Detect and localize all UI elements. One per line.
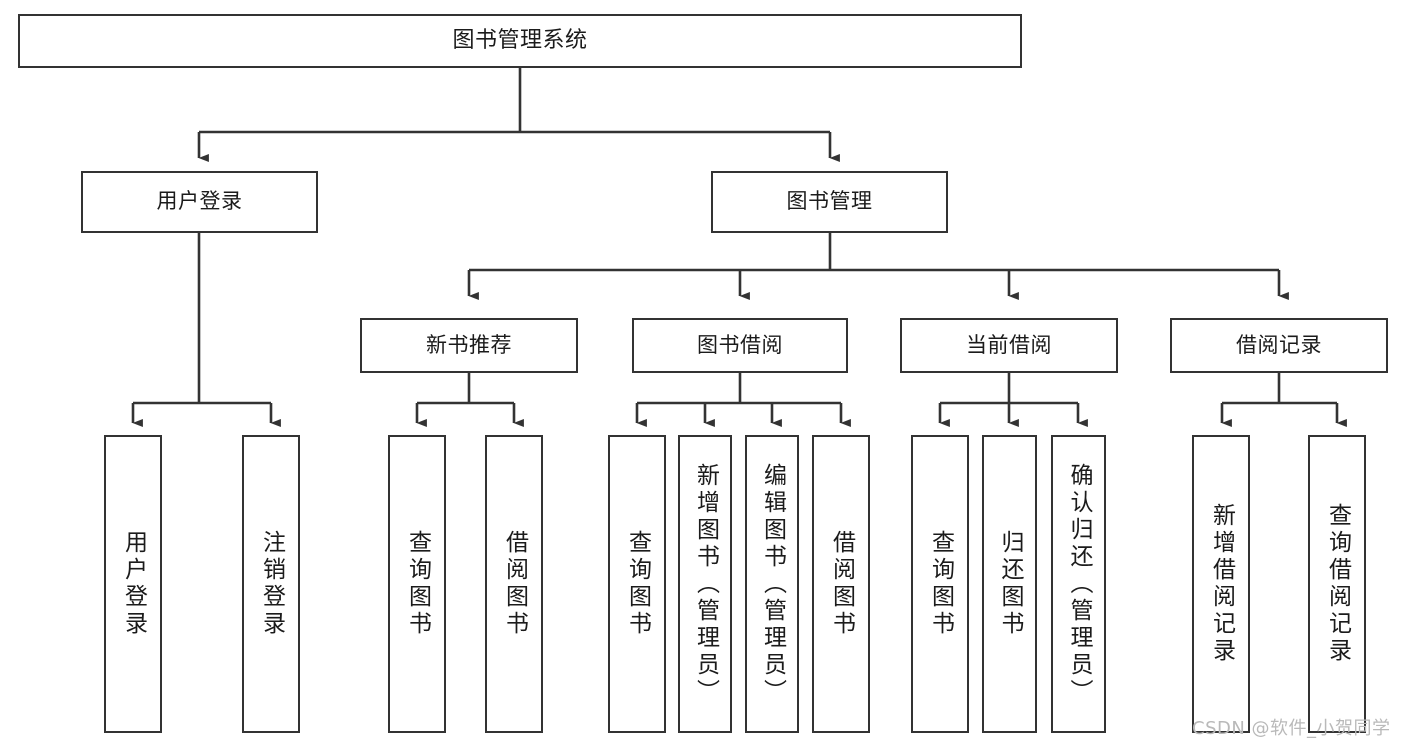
- node-label: 用户登录: [120, 530, 147, 638]
- node-label: 图书管理系统: [452, 27, 588, 53]
- node-label: 注销登录: [258, 530, 285, 638]
- node-current-borrow[interactable]: 当前借阅: [900, 318, 1118, 373]
- leaf-current-borrow-confirm-return-admin[interactable]: 确认归还（管理员）: [1051, 435, 1106, 733]
- node-label: 查询借阅记录: [1324, 503, 1351, 665]
- node-user-login[interactable]: 用户登录: [81, 171, 318, 233]
- leaf-current-borrow-return-book[interactable]: 归还图书: [982, 435, 1037, 733]
- leaf-user-login-logout[interactable]: 注销登录: [242, 435, 300, 733]
- node-book-borrow[interactable]: 图书借阅: [632, 318, 848, 373]
- node-label: 新增图书（管理员）: [692, 462, 719, 706]
- leaf-book-borrow-borrow-book[interactable]: 借阅图书: [812, 435, 870, 733]
- node-label: 当前借阅: [966, 332, 1052, 357]
- node-label: 查询图书: [624, 530, 651, 638]
- node-label: 新增借阅记录: [1208, 503, 1235, 665]
- node-label: 编辑图书（管理员）: [759, 462, 786, 706]
- leaf-book-borrow-edit-book-admin[interactable]: 编辑图书（管理员）: [745, 435, 799, 733]
- leaf-new-book-query-book[interactable]: 查询图书: [388, 435, 446, 733]
- leaf-borrow-record-add-record[interactable]: 新增借阅记录: [1192, 435, 1250, 733]
- node-label: 借阅记录: [1236, 332, 1322, 357]
- node-label: 借阅图书: [828, 530, 855, 638]
- leaf-user-login-login[interactable]: 用户登录: [104, 435, 162, 733]
- watermark-text: CSDN @软件_小贺同学: [1192, 718, 1391, 739]
- node-label: 归还图书: [997, 530, 1023, 638]
- node-label: 查询图书: [404, 530, 431, 638]
- leaf-current-borrow-query-book[interactable]: 查询图书: [911, 435, 969, 733]
- node-borrow-record[interactable]: 借阅记录: [1170, 318, 1388, 373]
- node-root-book-management-system[interactable]: 图书管理系统: [18, 14, 1022, 68]
- node-label: 新书推荐: [426, 332, 512, 357]
- node-label: 图书管理: [786, 189, 873, 214]
- node-label: 查询图书: [927, 530, 954, 638]
- leaf-new-book-borrow-book[interactable]: 借阅图书: [485, 435, 543, 733]
- node-new-book-recommend[interactable]: 新书推荐: [360, 318, 578, 373]
- node-label: 借阅图书: [501, 530, 528, 638]
- node-label: 图书借阅: [697, 332, 783, 357]
- node-book-management[interactable]: 图书管理: [711, 171, 948, 233]
- node-label: 确认归还（管理员）: [1066, 462, 1092, 706]
- leaf-book-borrow-query-book[interactable]: 查询图书: [608, 435, 666, 733]
- leaf-borrow-record-query-record[interactable]: 查询借阅记录: [1308, 435, 1366, 733]
- leaf-book-borrow-add-book-admin[interactable]: 新增图书（管理员）: [678, 435, 732, 733]
- node-label: 用户登录: [156, 189, 243, 214]
